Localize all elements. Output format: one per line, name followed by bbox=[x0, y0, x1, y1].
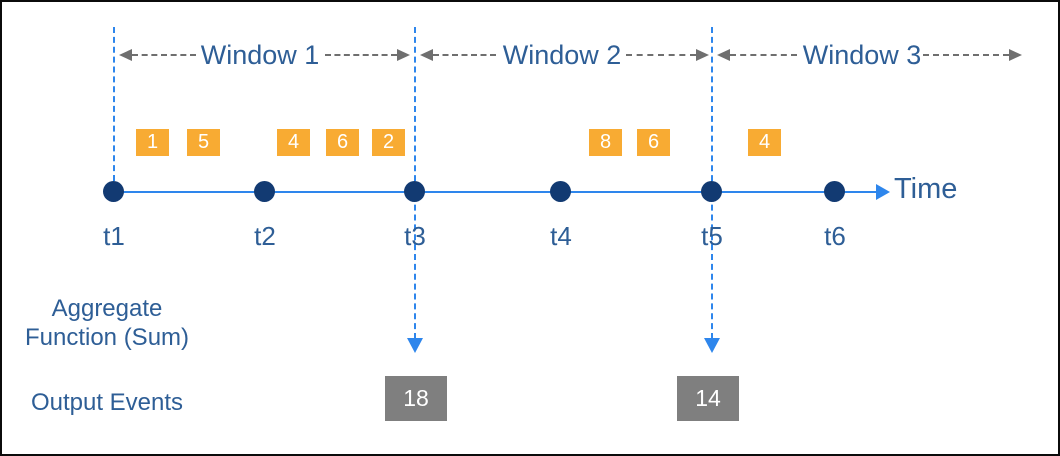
aggregate-function-label-line2: Function (Sum) bbox=[24, 324, 190, 351]
event-box: 4 bbox=[748, 129, 781, 156]
event-box: 6 bbox=[326, 129, 359, 156]
window1-left-dash bbox=[132, 54, 196, 56]
event-box: 2 bbox=[372, 129, 405, 156]
timeline-dot-t4 bbox=[550, 181, 571, 202]
window1-right-arrowhead-icon bbox=[397, 49, 410, 61]
window-boundary-line-t1 bbox=[113, 27, 115, 181]
timeline-axis bbox=[114, 191, 876, 193]
output-event-box: 18 bbox=[385, 376, 447, 421]
aggregate-function-label-line1: Aggregate bbox=[51, 295, 163, 322]
output-down-arrow-icon-t3 bbox=[407, 338, 423, 353]
tick-label-t1: t1 bbox=[103, 221, 125, 251]
event-box: 6 bbox=[637, 129, 670, 156]
aggregate-function-label: Aggregate Function (Sum) bbox=[12, 294, 202, 352]
window-2-label: Window 2 bbox=[502, 40, 622, 70]
event-box: 4 bbox=[277, 129, 310, 156]
window1-left-arrowhead-icon bbox=[119, 49, 132, 61]
window1-right-dash bbox=[325, 54, 397, 56]
output-event-box: 14 bbox=[677, 376, 739, 421]
window-3-label: Window 3 bbox=[802, 40, 922, 70]
tick-label-t6: t6 bbox=[824, 221, 846, 251]
event-box: 1 bbox=[136, 129, 169, 156]
tick-label-t5: t5 bbox=[701, 221, 723, 251]
window2-left-dash bbox=[433, 54, 496, 56]
output-events-label: Output Events bbox=[30, 389, 184, 416]
timeline-dot-t5 bbox=[701, 181, 722, 202]
window-1-label: Window 1 bbox=[200, 40, 320, 70]
tick-label-t2: t2 bbox=[254, 221, 276, 251]
window3-left-dash bbox=[730, 54, 797, 56]
output-down-arrow-icon-t5 bbox=[704, 338, 720, 353]
event-box: 8 bbox=[589, 129, 622, 156]
tick-label-t3: t3 bbox=[404, 221, 426, 251]
timeline-right-arrow-icon bbox=[876, 184, 890, 200]
time-axis-label: Time bbox=[894, 173, 958, 205]
timeline-dot-t6 bbox=[824, 181, 845, 202]
window2-right-arrowhead-icon bbox=[696, 49, 709, 61]
window3-right-dash bbox=[923, 54, 1009, 56]
window2-right-dash bbox=[626, 54, 696, 56]
timeline-dot-t1 bbox=[103, 181, 124, 202]
timeline-dot-t2 bbox=[254, 181, 275, 202]
tick-label-t4: t4 bbox=[550, 221, 572, 251]
window3-left-arrowhead-icon bbox=[717, 49, 730, 61]
timeline-dot-t3 bbox=[404, 181, 425, 202]
window2-left-arrowhead-icon bbox=[420, 49, 433, 61]
window3-right-arrowhead-icon bbox=[1009, 49, 1022, 61]
event-box: 5 bbox=[187, 129, 220, 156]
